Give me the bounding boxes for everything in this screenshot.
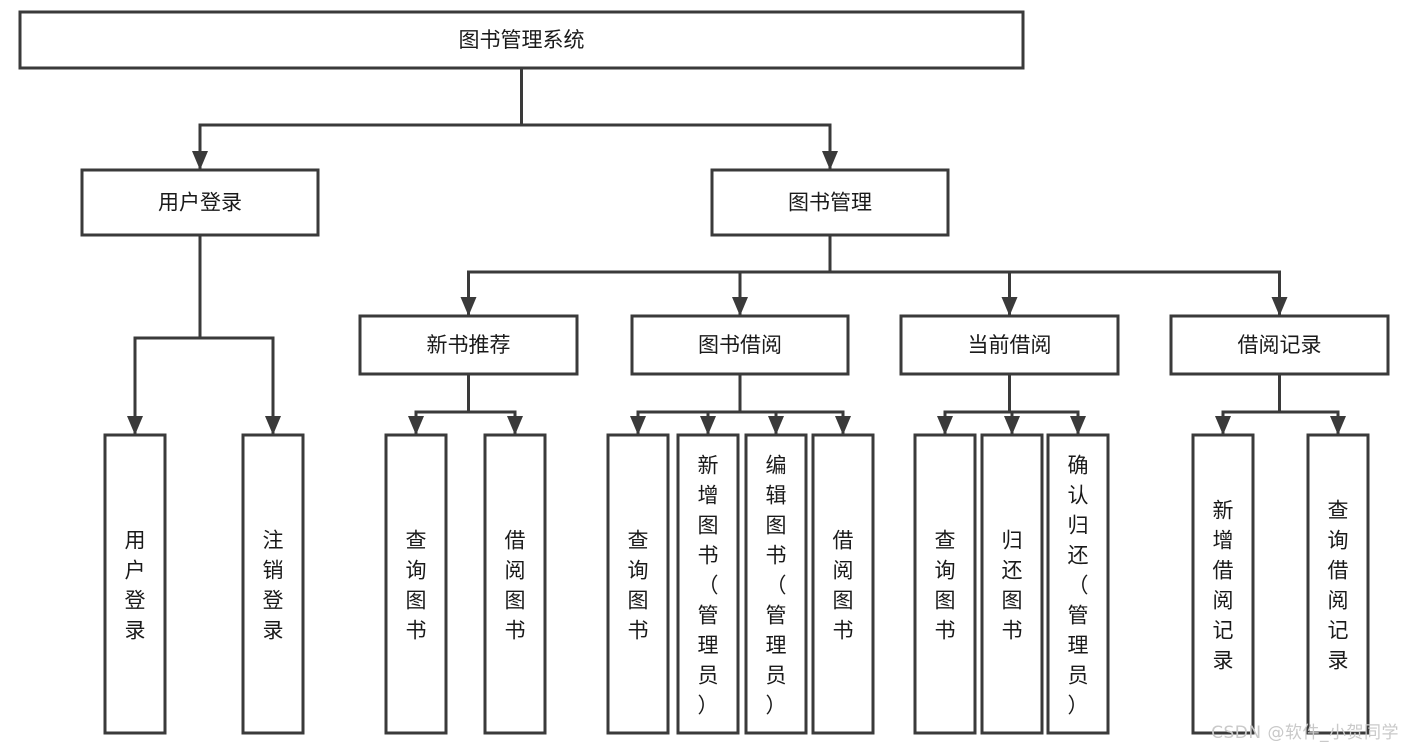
node-level3-1[interactable] [630,314,850,376]
node-leaf-9[interactable] [980,433,1044,735]
connectors [127,66,1346,437]
node-leaf-5[interactable] [676,433,740,735]
node-leaf-label-3: 借阅图书 [505,528,526,642]
node-leaf-0[interactable] [103,433,167,735]
node-level2-label-0: 用户登录 [158,191,242,215]
node-level3-label-0: 新书推荐 [427,333,511,357]
node-leaf-label-8: 查询图书 [935,528,956,642]
node-leaf-label-12: 查询借阅记录 [1328,498,1349,672]
node-leaf-label-2: 查询图书 [406,528,427,642]
node-leaf-12[interactable] [1306,433,1370,735]
node-leaf-label-7: 借阅图书 [833,528,854,642]
node-leaf-label-4: 查询图书 [628,528,649,642]
node-leaf-3[interactable] [483,433,547,735]
node-level3-0[interactable] [358,314,579,376]
watermark-label: CSDN @软件_小贺同学 [1211,723,1399,743]
node-leaf-7[interactable] [811,433,875,735]
arrow-head-icon [1215,416,1231,435]
arrow-head-icon [192,151,208,170]
nodes: 图书管理系统用户登录图书管理新书推荐图书借阅当前借阅借阅记录用户登录注销登录查询… [18,10,1390,735]
node-level2-0[interactable] [80,168,320,237]
node-level3-label-3: 借阅记录 [1238,333,1322,357]
arrow-head-icon [835,416,851,435]
arrow-head-icon [768,416,784,435]
node-level3-label-2: 当前借阅 [968,333,1052,357]
node-leaf-1[interactable] [241,433,305,735]
arrow-head-icon [127,416,143,435]
arrow-head-icon [1004,416,1020,435]
node-root[interactable] [18,10,1025,70]
arrow-head-icon [507,416,523,435]
arrow-head-icon [700,416,716,435]
node-leaf-2[interactable] [384,433,448,735]
node-level3-3[interactable] [1169,314,1390,376]
node-level3-label-1: 图书借阅 [698,333,782,357]
node-leaf-label-1: 注销登录 [263,528,284,642]
arrow-head-icon [1271,297,1288,316]
node-level2-1[interactable] [710,168,950,237]
arrow-head-icon [732,297,748,316]
node-leaf-label-9: 归还图书 [1002,528,1023,642]
arrow-head-icon [1001,297,1018,316]
node-root-label: 图书管理系统 [459,28,585,52]
node-leaf-label-6: 编辑图书（管理员） [766,453,787,717]
node-level2-label-1: 图书管理 [788,191,872,215]
node-leaf-11[interactable] [1191,433,1255,735]
node-leaf-6[interactable] [744,433,808,735]
node-leaf-label-11: 新增借阅记录 [1213,498,1234,672]
node-leaf-label-0: 用户登录 [125,528,146,642]
arrow-head-icon [937,416,953,435]
node-leaf-label-5: 新增图书（管理员） [698,453,719,717]
node-leaf-10[interactable] [1046,433,1110,735]
arrow-head-icon [1330,416,1346,435]
node-leaf-8[interactable] [913,433,977,735]
arrow-head-icon [265,416,281,435]
arrow-head-icon [822,151,838,170]
arrow-head-icon [460,297,477,316]
arrow-head-icon [1070,416,1086,435]
node-level3-2[interactable] [899,314,1120,376]
arrow-head-icon [408,416,424,435]
arrow-head-icon [630,416,646,435]
node-leaf-label-10: 确认归还（管理员） [1068,453,1089,717]
node-leaf-4[interactable] [606,433,670,735]
